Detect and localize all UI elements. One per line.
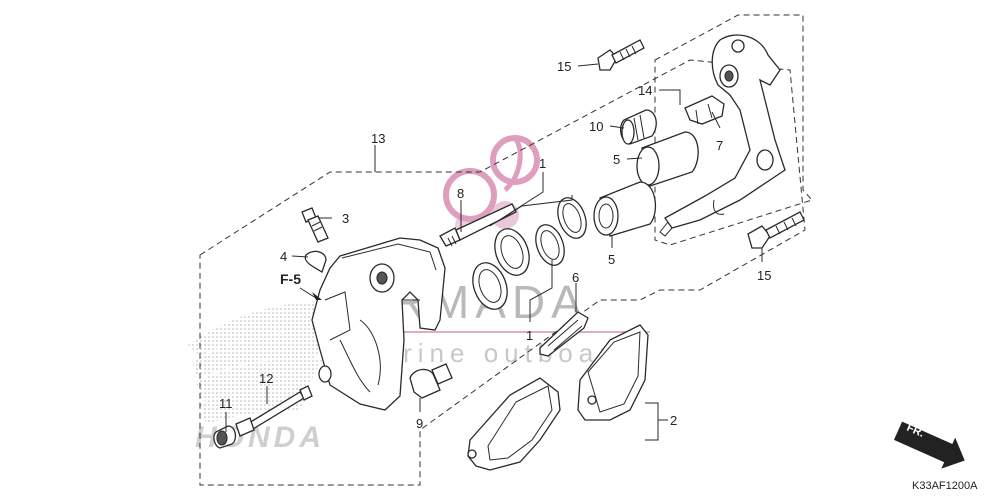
callout-9: 9 bbox=[416, 416, 423, 431]
caliper-body-part bbox=[311, 237, 446, 411]
pin-boot-part bbox=[213, 417, 255, 449]
callout-7: 7 bbox=[716, 138, 723, 153]
caliper-pin-part bbox=[243, 385, 313, 433]
callout-13: 13 bbox=[371, 131, 385, 146]
bleeder-screw-part bbox=[301, 207, 329, 243]
callout-14: 14 bbox=[638, 83, 652, 98]
caliper-assembly-boundary bbox=[199, 59, 806, 486]
bolt-lower-part bbox=[747, 211, 805, 249]
honda-wing-watermark bbox=[188, 300, 340, 424]
callout-6: 6 bbox=[572, 270, 579, 285]
piston-upper-part bbox=[636, 131, 699, 187]
piston-seal-rings bbox=[472, 197, 587, 310]
diagram-code: K33AF1200A bbox=[912, 480, 978, 492]
callout-3: 3 bbox=[342, 211, 349, 226]
callout-5-upper: 5 bbox=[613, 152, 620, 167]
callout-15-upper: 15 bbox=[557, 59, 571, 74]
front-direction-arrow-icon bbox=[893, 421, 965, 469]
callout-1-upper: 1 bbox=[539, 156, 546, 171]
callout-10: 10 bbox=[589, 119, 603, 134]
callout-11: 11 bbox=[219, 396, 233, 411]
boot-part bbox=[619, 109, 657, 145]
callout-12: 12 bbox=[259, 371, 273, 386]
brake-pad-rear-part bbox=[467, 377, 561, 471]
callout-8: 8 bbox=[457, 186, 464, 201]
caliper-bracket-part bbox=[659, 34, 786, 237]
pad-spring-clip-part bbox=[684, 95, 725, 125]
bolt-upper-part bbox=[597, 39, 645, 71]
bracket-assembly-boundary bbox=[654, 14, 813, 246]
reference-tag: F-5 bbox=[280, 271, 301, 287]
slide-pin-part bbox=[439, 203, 517, 247]
pad-retainer-part bbox=[539, 311, 589, 357]
pin-bolt-part bbox=[409, 363, 453, 399]
callout-4: 4 bbox=[280, 249, 287, 264]
callout-2: 2 bbox=[670, 413, 677, 428]
leader-lines bbox=[225, 63, 763, 441]
reference-arrow-icon bbox=[312, 292, 322, 300]
bleeder-cap-part bbox=[304, 250, 327, 273]
callout-15-lower: 15 bbox=[757, 268, 771, 283]
brake-pad-front-part bbox=[577, 324, 649, 421]
callout-1-lower: 1 bbox=[526, 328, 533, 343]
callout-5-lower: 5 bbox=[608, 252, 615, 267]
piston-lower-part bbox=[593, 181, 657, 237]
